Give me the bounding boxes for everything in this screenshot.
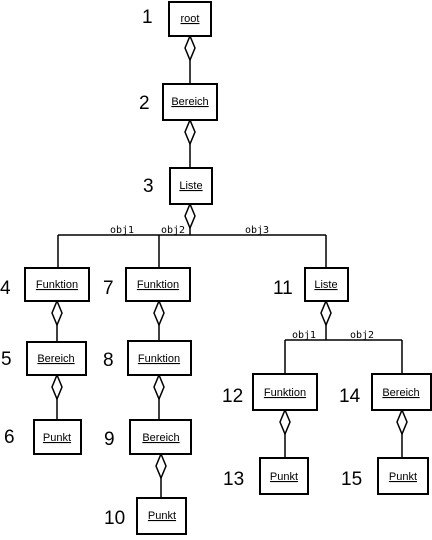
diamond-icon [153, 373, 165, 401]
edge-label-obj2: obj2 [161, 225, 185, 236]
node-number: 7 [103, 278, 114, 299]
node-bereich: Bereich 9 [104, 419, 192, 455]
node-funktion: Funktion 8 [103, 340, 192, 376]
node-label: Bereich [382, 387, 419, 399]
node-number: 9 [104, 429, 115, 450]
diamond-icon [184, 118, 196, 146]
node-funktion: Funktion 4 [0, 267, 90, 302]
node-label: Punkt [148, 510, 176, 522]
node-funktion: Funktion 12 [222, 373, 318, 411]
node-funktion: Funktion 7 [103, 267, 191, 302]
node-number: 10 [104, 508, 125, 529]
node-label: Bereich [37, 353, 74, 365]
node-label: Funktion [264, 387, 306, 399]
node-number: 12 [222, 386, 243, 407]
diamond-icon [155, 452, 167, 480]
edge-label-obj1: obj1 [110, 225, 134, 236]
node-punkt: Punkt 6 [4, 419, 82, 455]
node-label: Funktion [137, 279, 179, 291]
node-punkt: Punkt 13 [223, 457, 309, 495]
node-number: 2 [139, 93, 150, 114]
node-label: Funktion [138, 353, 180, 365]
diamond-icon [51, 299, 63, 327]
node-number: 13 [223, 469, 244, 490]
edge-label-obj3: obj3 [245, 225, 269, 236]
diamond-icon [153, 299, 165, 327]
diamond-icon [184, 34, 196, 62]
node-label: Liste [314, 279, 337, 291]
node-bereich: Bereich 2 [139, 83, 218, 121]
node-liste: Liste 11 [273, 267, 349, 302]
node-bereich: Bereich 5 [1, 341, 87, 376]
node-label: Punkt [270, 471, 298, 483]
node-number: 14 [339, 386, 361, 407]
node-bereich: Bereich 14 [339, 373, 432, 411]
node-number: 15 [341, 469, 362, 490]
node-number: 11 [273, 278, 293, 299]
node-number: 3 [143, 176, 154, 197]
node-label: Punkt [43, 432, 71, 444]
edge-label-obj2: obj2 [350, 330, 374, 341]
node-label: Bereich [142, 432, 179, 444]
edge-labels: obj1 obj2 obj3 obj1 obj2 [110, 225, 374, 341]
node-punkt: Punkt 15 [341, 457, 429, 495]
node-label: Liste [179, 180, 202, 192]
node-number: 6 [4, 427, 15, 448]
node-label: Funktion [36, 279, 78, 291]
diamond-icon [279, 408, 291, 436]
node-liste: Liste 3 [143, 167, 213, 205]
node-number: 4 [0, 278, 11, 299]
aggregation-diamonds [51, 34, 408, 480]
node-root: root 1 [142, 1, 212, 37]
node-label: Punkt [389, 471, 417, 483]
node-number: 8 [103, 350, 114, 371]
node-number: 1 [142, 7, 153, 28]
node-number: 5 [1, 349, 12, 370]
node-label: Bereich [171, 96, 208, 108]
diamond-icon [320, 299, 332, 327]
node-label: root [181, 13, 200, 25]
node-punkt: Punkt 10 [104, 497, 187, 535]
diamond-icon [51, 373, 63, 401]
diamond-icon [184, 202, 196, 230]
diamond-icon [396, 408, 408, 436]
edge-label-obj1: obj1 [292, 330, 316, 341]
